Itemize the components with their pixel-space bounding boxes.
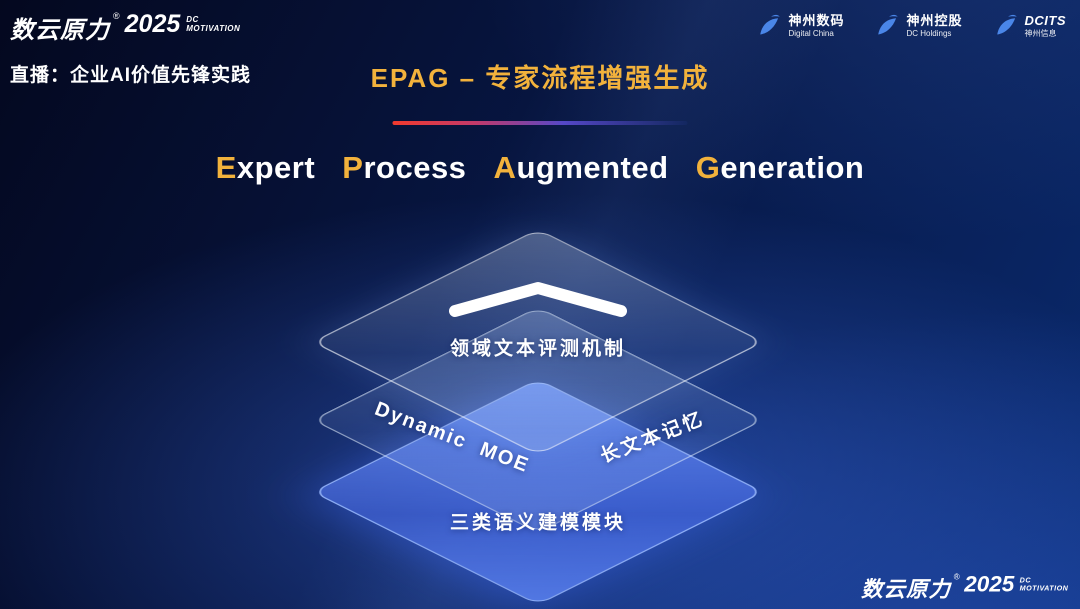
partner-sub: 神州信息: [1024, 29, 1057, 38]
brand-sub-line2: MOTIVATION: [186, 24, 241, 34]
partner-dc-holdings: 神州控股 DC Holdings: [872, 12, 962, 40]
brand-sub-line1: DC: [186, 15, 199, 24]
brand-subtitle: DC MOTIVATION: [186, 15, 240, 33]
partner-swoosh-icon: [760, 14, 781, 35]
top-layer-label: 领域文本评测机制: [449, 338, 627, 360]
subtitle-rest: ugmented: [516, 150, 669, 185]
brand-year: 2025: [963, 571, 1014, 597]
brand-logo-bottom: 数云原力 ® 2025 DC MOTIVATION: [861, 572, 1068, 604]
brand-sub-line1: DC: [1019, 576, 1031, 585]
subtitle-cap: E: [215, 150, 237, 185]
partner-text: 神州数码 Digital China: [788, 13, 844, 38]
partner-dcits: DCITS 神州信息: [991, 12, 1067, 40]
subtitle-cap: A: [493, 150, 517, 185]
brand-year: 2025: [124, 10, 181, 38]
partner-digital-china: 神州数码 Digital China: [754, 12, 844, 40]
partner-name: DCITS: [1024, 13, 1066, 29]
partner-swoosh-icon: [878, 14, 899, 35]
partner-text: 神州控股 DC Holdings: [906, 13, 962, 38]
subtitle-cap: G: [695, 150, 721, 185]
subtitle-english: Expert Process Augmented Generation: [207, 150, 874, 186]
subtitle-word: Augmented: [494, 150, 669, 185]
brand-logo-top: 数云原力 ® 2025 DC MOTIVATION: [10, 10, 240, 45]
subtitle-word: Process: [342, 150, 466, 185]
partner-text: DCITS 神州信息: [1025, 13, 1067, 38]
brand-sub-line2: MOTIVATION: [1019, 584, 1068, 593]
subtitle-cap: P: [342, 150, 364, 185]
partner-logos: 神州数码 Digital China 神州控股 DC Holdings DCIT…: [754, 12, 1066, 40]
gradient-divider: [392, 121, 688, 125]
chevron-up-icon: [449, 282, 627, 317]
subtitle-word: Expert: [216, 150, 316, 185]
subtitle-rest: xpert: [236, 150, 316, 185]
slide-title: EPAG – 专家流程增强生成: [370, 63, 710, 93]
brand-subtitle: DC MOTIVATION: [1019, 576, 1068, 593]
brand-name: 数云原力: [10, 17, 110, 44]
partner-name: 神州数码: [788, 13, 845, 29]
subtitle-rest: rocess: [363, 150, 467, 185]
partner-name: 神州控股: [906, 13, 963, 29]
partner-sub: DC Holdings: [906, 29, 952, 38]
brand-name: 数云原力: [860, 577, 951, 603]
live-broadcast-label: 直播：企业AI价值先锋实践: [10, 65, 252, 86]
subtitle-word: Generation: [696, 150, 865, 185]
subtitle-rest: eneration: [720, 150, 865, 185]
partner-sub: Digital China: [788, 29, 834, 38]
partner-swoosh-icon: [996, 14, 1017, 35]
brand-registered-mark: ®: [953, 572, 960, 582]
bottom-layer-label: 三类语义建模模块: [449, 512, 627, 534]
brand-registered-mark: ®: [113, 11, 120, 21]
